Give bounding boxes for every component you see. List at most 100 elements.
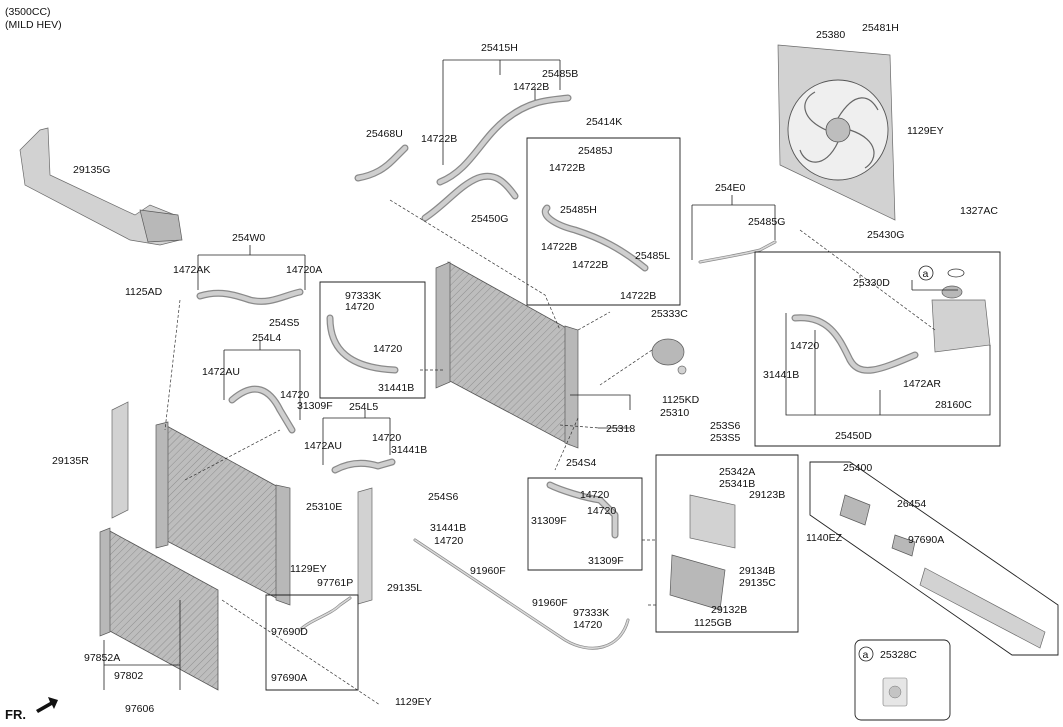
main-radiator-part xyxy=(435,261,579,449)
callout-29123B: 29123B xyxy=(749,489,785,501)
callout-25485G: 25485G xyxy=(748,216,785,228)
callout-25333C: 25333C xyxy=(651,308,688,320)
callout-31441B-c: 31441B xyxy=(430,522,466,534)
callout-254S4: 254S4 xyxy=(566,457,597,469)
callout-29135L: 29135L xyxy=(387,582,422,594)
air-guard-left-part xyxy=(111,401,129,519)
reservoir-tank-part xyxy=(931,285,991,353)
legend-letter: a xyxy=(863,649,869,661)
callout-254E0: 254E0 xyxy=(715,182,746,194)
dashed-leaders xyxy=(164,199,936,706)
inverter-cooler-part xyxy=(669,494,736,611)
callout-14720-e: 14720 xyxy=(580,489,609,501)
callout-25380: 25380 xyxy=(816,29,845,41)
air-guide-part xyxy=(19,127,183,246)
callout-14720-g: 14720 xyxy=(434,535,463,547)
callout-28160C: 28160C xyxy=(935,399,972,411)
callout-25342A: 25342A xyxy=(719,466,755,478)
callout-97761P: 97761P xyxy=(317,577,353,589)
callout-31309F-c: 31309F xyxy=(588,555,624,567)
callout-25341B: 25341B xyxy=(719,478,755,490)
callout-14720-a: 14720 xyxy=(345,301,374,313)
fan-shroud-part xyxy=(777,44,896,221)
callout-25468U: 25468U xyxy=(366,128,403,140)
callout-25400: 25400 xyxy=(843,462,872,474)
callout-14722B-a: 14722B xyxy=(513,81,549,93)
callout-254L5: 254L5 xyxy=(349,401,378,413)
callout-1472AK: 1472AK xyxy=(173,264,210,276)
callout-254L4: 254L4 xyxy=(252,332,281,344)
callout-14722B-b: 14722B xyxy=(421,133,457,145)
callout-25310E: 25310E xyxy=(306,501,342,513)
callout-91960F-b: 91960F xyxy=(532,597,568,609)
callout-97690D: 97690D xyxy=(271,626,308,638)
callout-97333K-a: 97333K xyxy=(345,290,381,302)
front-arrow-icon xyxy=(36,697,58,713)
callout-253S5: 253S5 xyxy=(710,432,741,444)
callout-91960F-a: 91960F xyxy=(470,565,506,577)
callout-1129EY-a: 1129EY xyxy=(290,563,327,575)
callout-254W0: 254W0 xyxy=(232,232,265,244)
callout-31441B-d: 31441B xyxy=(763,369,799,381)
callout-14722B-c: 14722B xyxy=(549,162,585,174)
callout-29135R: 29135R xyxy=(52,455,89,467)
callout-31309F-b: 31309F xyxy=(531,515,567,527)
engine-spec-label: (3500CC) xyxy=(5,6,51,18)
aux-radiator-part xyxy=(155,421,291,606)
callout-97690A-b: 97690A xyxy=(908,534,944,546)
callout-31309F-a: 31309F xyxy=(297,400,333,412)
callout-14720-c: 14720 xyxy=(373,343,402,355)
callout-25415H: 25415H xyxy=(481,42,518,54)
callout-25450D: 25450D xyxy=(835,430,872,442)
hybrid-spec-label: (MILD HEV) xyxy=(5,19,62,31)
callout-1140EZ: 1140EZ xyxy=(806,532,843,544)
callout-25485L: 25485L xyxy=(635,250,670,262)
callout-25485B: 25485B xyxy=(542,68,578,80)
callout-1125GB: 1125GB xyxy=(694,617,732,629)
callout-29134B: 29134B xyxy=(739,565,775,577)
callout-1327AC: 1327AC xyxy=(960,205,998,217)
detail-boxes xyxy=(265,137,1059,721)
detail-a-marker: a xyxy=(918,265,965,281)
callout-25330D: 25330D xyxy=(853,277,890,289)
callout-14720-h: 14720 xyxy=(573,619,602,631)
front-direction-marker: FR. xyxy=(5,697,58,722)
callout-254S6: 254S6 xyxy=(428,491,459,503)
callout-14720-d: 14720 xyxy=(372,432,401,444)
callout-97606: 97606 xyxy=(125,703,154,715)
callout-1472AU-b: 1472AU xyxy=(304,440,342,452)
callout-25481H: 25481H xyxy=(862,22,899,34)
legend-box: a 25328C xyxy=(858,646,917,707)
callout-97333K-b: 97333K xyxy=(573,607,609,619)
air-guard-right-part xyxy=(357,487,373,605)
callout-253S6: 253S6 xyxy=(710,420,741,432)
callout-31441B-a: 31441B xyxy=(378,382,414,394)
callout-26454: 26454 xyxy=(897,498,926,510)
water-pump-part xyxy=(651,338,687,375)
callout-29135C: 29135C xyxy=(739,577,776,589)
callout-25430G: 25430G xyxy=(867,229,904,241)
callout-254S5: 254S5 xyxy=(269,317,300,329)
callout-1129EY-c: 1129EY xyxy=(907,125,944,137)
leader-lines xyxy=(103,59,991,690)
callout-25318: 25318 xyxy=(606,423,635,435)
callout-14722B-e: 14722B xyxy=(572,259,608,271)
callout-31441B-b: 31441B xyxy=(391,444,427,456)
callout-25414K: 25414K xyxy=(586,116,622,128)
callout-25485J: 25485J xyxy=(578,145,612,157)
callout-14722B-d: 14722B xyxy=(541,241,577,253)
callout-97802: 97802 xyxy=(114,670,143,682)
callout-25310: 25310 xyxy=(660,407,689,419)
callout-97690A-a: 97690A xyxy=(271,672,307,684)
callout-1129EY-b: 1129EY xyxy=(395,696,432,708)
callout-labels: 29135G 1125AD 254W0 1472AK 14720A 254S5 … xyxy=(52,22,998,715)
callout-1472AU-a: 1472AU xyxy=(202,366,240,378)
callout-14722B-f: 14722B xyxy=(620,290,656,302)
callout-25450G: 25450G xyxy=(471,213,508,225)
callout-1472AR: 1472AR xyxy=(903,378,941,390)
callout-1125KD: 1125KD xyxy=(662,394,700,406)
callout-14720-f: 14720 xyxy=(587,505,616,517)
callout-14720-b: 14720 xyxy=(280,389,309,401)
callout-14720A: 14720A xyxy=(286,264,322,276)
callout-1125AD: 1125AD xyxy=(125,286,163,298)
